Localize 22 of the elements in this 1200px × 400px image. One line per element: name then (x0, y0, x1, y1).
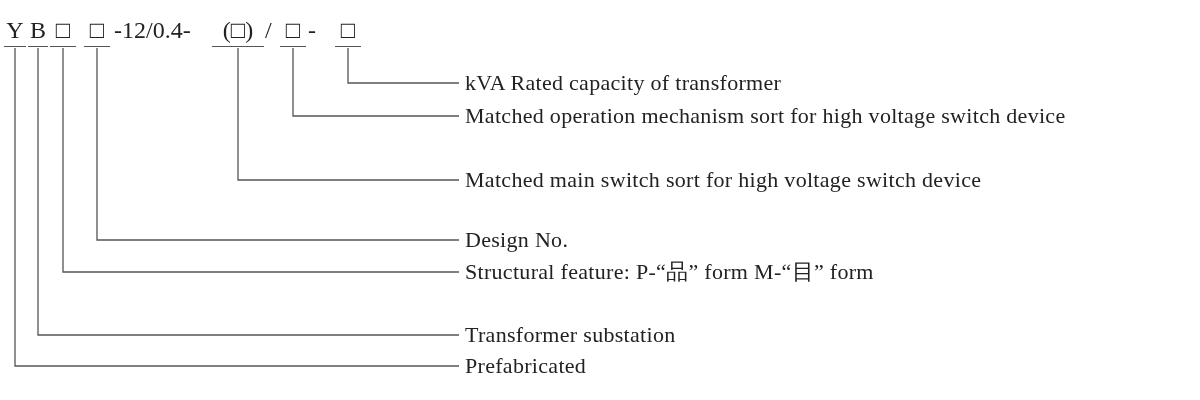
leader-line (96, 47, 460, 241)
code-character: □ (280, 14, 306, 47)
description-text: Transformer substation (465, 322, 676, 348)
leader-line (347, 47, 460, 84)
code-character: □ (84, 14, 110, 47)
description-text: Matched operation mechanism sort for high voltage switch device (465, 103, 1066, 129)
code-character: □ (335, 14, 361, 47)
leader-line (237, 47, 460, 181)
description-text: Prefabricated (465, 353, 587, 379)
description-text: Matched main switch sort for high voltage switch device (465, 167, 982, 193)
code-text: / (265, 16, 272, 45)
code-character: □ (50, 14, 76, 47)
code-text: -12/0.4- (114, 16, 191, 45)
description-text: Design No. (465, 227, 569, 253)
code-character: Y (4, 14, 26, 47)
code-text: - (308, 16, 316, 45)
leader-line (62, 47, 460, 273)
code-character: (□) (212, 14, 264, 47)
code-character: B (28, 14, 48, 47)
description-text: kVA Rated capacity of transformer (465, 70, 782, 96)
description-text: Structural feature: P-“品” form M-“目” form (465, 259, 874, 285)
leader-line (292, 47, 460, 117)
